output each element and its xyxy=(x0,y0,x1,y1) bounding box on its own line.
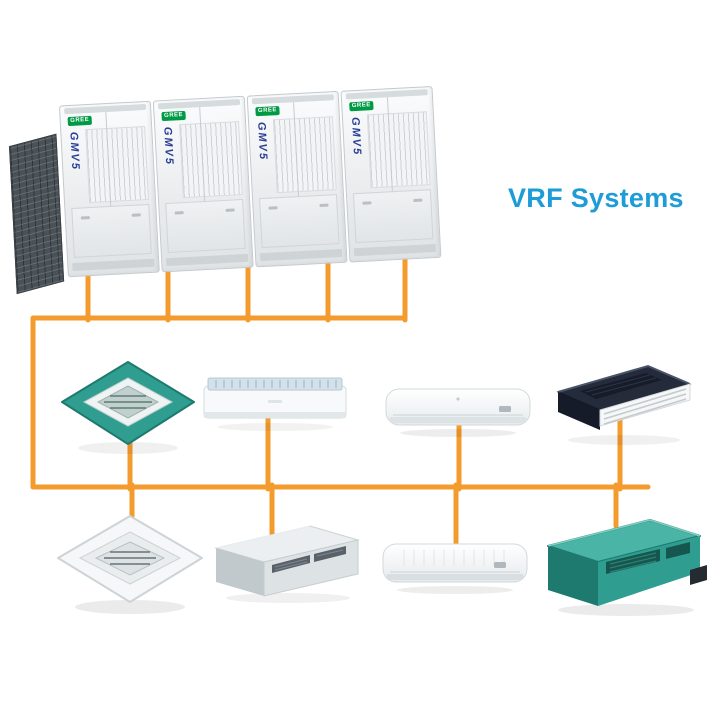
lower-panel xyxy=(259,194,340,249)
gmv5-model-label: GMV5 xyxy=(348,116,363,157)
ceiling-suspended-unit-icon xyxy=(203,377,347,431)
indoor-unit-ceiling-suspended xyxy=(200,370,350,434)
one-way-cassette-dark-icon xyxy=(556,364,692,445)
indoor-unit-wall-split-1 xyxy=(383,377,533,439)
indoor-unit-ducted-grey xyxy=(210,518,365,606)
lower-panel xyxy=(165,199,246,254)
gree-logo: GREE xyxy=(161,110,186,122)
gmv5-model-label: GMV5 xyxy=(161,126,176,167)
base-rail xyxy=(353,243,437,257)
indoor-unit-four-way-cassette-white xyxy=(52,512,207,617)
indoor-unit-one-way-cassette-dark xyxy=(550,358,696,450)
gree-logo: GREE xyxy=(255,105,280,117)
lower-panel xyxy=(71,203,152,258)
lower-panel xyxy=(352,189,434,244)
indoor-unit-wall-split-2 xyxy=(380,532,530,596)
outdoor-unit: GREE GMV5 xyxy=(340,85,442,263)
outdoor-unit: GREE GMV5 xyxy=(58,100,160,278)
base-rail xyxy=(166,253,249,267)
front-louver-grille xyxy=(85,126,149,204)
gree-logo: GREE xyxy=(67,115,92,127)
front-louver-grille xyxy=(272,116,337,194)
pipe-main-run xyxy=(30,315,651,490)
ducted-unit-teal-icon xyxy=(547,519,707,616)
indoor-unit-ducted-teal xyxy=(540,512,708,620)
ducted-unit-grey-icon xyxy=(214,525,360,603)
outdoor-unit: GREE GMV5 xyxy=(152,95,254,273)
diagram-title: VRF Systems xyxy=(508,183,684,213)
outdoor-unit: GREE GMV5 xyxy=(246,90,348,268)
base-rail xyxy=(259,248,343,262)
front-louver-grille xyxy=(366,111,431,189)
four-way-cassette-white-icon xyxy=(57,515,203,614)
outdoor-unit-row: GREE GMV5 GREE GMV5 GREE GMV5 xyxy=(7,77,456,295)
base-rail xyxy=(72,258,155,272)
four-way-cassette-teal-icon xyxy=(61,361,195,454)
gree-logo: GREE xyxy=(349,101,374,112)
front-louver-grille xyxy=(179,121,243,199)
indoor-unit-four-way-cassette-teal xyxy=(58,358,198,458)
wall-mounted-split-icon xyxy=(382,543,528,594)
gmv5-model-label: GMV5 xyxy=(67,131,82,172)
wall-mounted-split-icon xyxy=(385,388,531,437)
gmv5-model-label: GMV5 xyxy=(255,121,270,162)
condenser-coil-side-grille xyxy=(8,133,65,295)
